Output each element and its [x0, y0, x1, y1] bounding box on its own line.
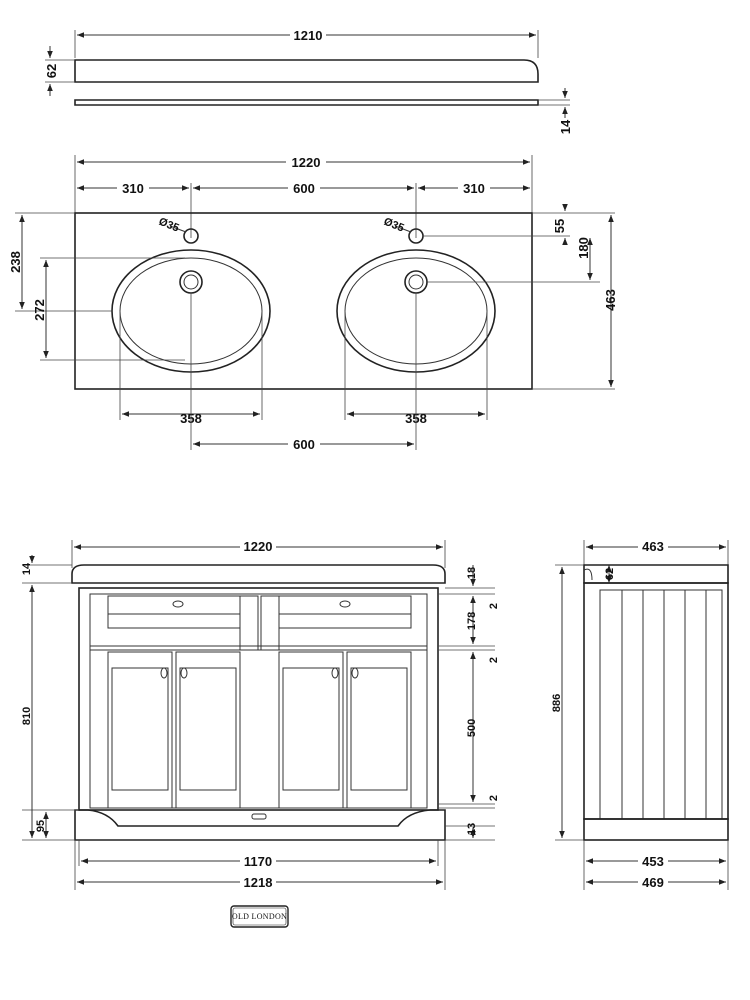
brand-logo: OLD LONDON: [230, 905, 289, 928]
front-height-label: 810: [21, 707, 33, 725]
door-3[interactable]: [278, 651, 344, 809]
drawer-right-handle[interactable]: [339, 600, 351, 608]
front-top-thickness-label: 14: [21, 562, 33, 575]
tap-hole-left-label: Ø35: [157, 216, 181, 235]
drawer-right[interactable]: [278, 595, 412, 615]
side-elevation-view: 463 62 886 453 469: [551, 539, 729, 890]
door-knob-4[interactable]: [351, 667, 359, 679]
gap-mid-label: 2: [488, 657, 500, 663]
drawer-left[interactable]: [107, 595, 241, 615]
side-height-label: 886: [551, 694, 563, 712]
waste-right: [404, 270, 428, 294]
side-top-thickness-label: 62: [604, 568, 616, 580]
top-overhang-label: 18: [466, 567, 478, 579]
side-plinth-depth-label: 469: [642, 875, 664, 890]
bowl-depth-label: 272: [32, 299, 47, 321]
basin-top-width-label: 1220: [292, 155, 321, 170]
door-knob-2[interactable]: [180, 667, 188, 679]
worktop-plan-view: 1210 62 14: [44, 28, 573, 134]
gap-top-label: 2: [488, 603, 500, 609]
worktop-length-label: 1210: [294, 28, 323, 43]
basin-top-outline: [74, 212, 533, 390]
door-4[interactable]: [346, 651, 412, 809]
left-offset-label: 310: [122, 181, 144, 196]
right-offset-label: 310: [463, 181, 485, 196]
front-elevation-view: 1220: [21, 539, 500, 890]
basin-top-depth-label: 463: [603, 289, 618, 311]
side-top-depth-label: 463: [642, 539, 664, 554]
plinth-height-label: 95: [35, 820, 47, 832]
door-knob-3[interactable]: [331, 667, 339, 679]
tap-hole-right-label: Ø35: [382, 216, 406, 235]
door-height-label: 500: [466, 719, 478, 737]
carcass-width-label: 1170: [244, 854, 272, 869]
tap-hole-left: [183, 228, 199, 244]
drawer-left-handle[interactable]: [172, 600, 184, 608]
waste-left: [179, 270, 203, 294]
worktop-thickness-label: 14: [558, 119, 573, 134]
basin-top-plan-view: 1220 310 600 310 Ø35 Ø35: [8, 154, 618, 452]
gap-bottom-label: 2: [488, 795, 500, 801]
bowl-centres-label: 600: [293, 437, 315, 452]
brand-logo-text: OLD LONDON: [232, 912, 287, 921]
side-carcass-depth-label: 453: [642, 854, 664, 869]
tap-inset-label: 55: [552, 219, 567, 233]
front-top-width-label: 1220: [244, 539, 273, 554]
drawer-height-label: 178: [466, 612, 478, 630]
plinth-width-label: 1218: [244, 875, 273, 890]
door-knob-1[interactable]: [160, 667, 168, 679]
plinth-gap-label: 13: [466, 823, 478, 835]
tap-spacing-label: 600: [293, 181, 315, 196]
door-1[interactable]: [107, 651, 173, 809]
door-2[interactable]: [175, 651, 241, 809]
bowl-front-offset-label: 238: [8, 251, 23, 273]
worktop-height-label: 62: [44, 64, 59, 78]
tap-to-waste-label: 180: [576, 237, 591, 259]
